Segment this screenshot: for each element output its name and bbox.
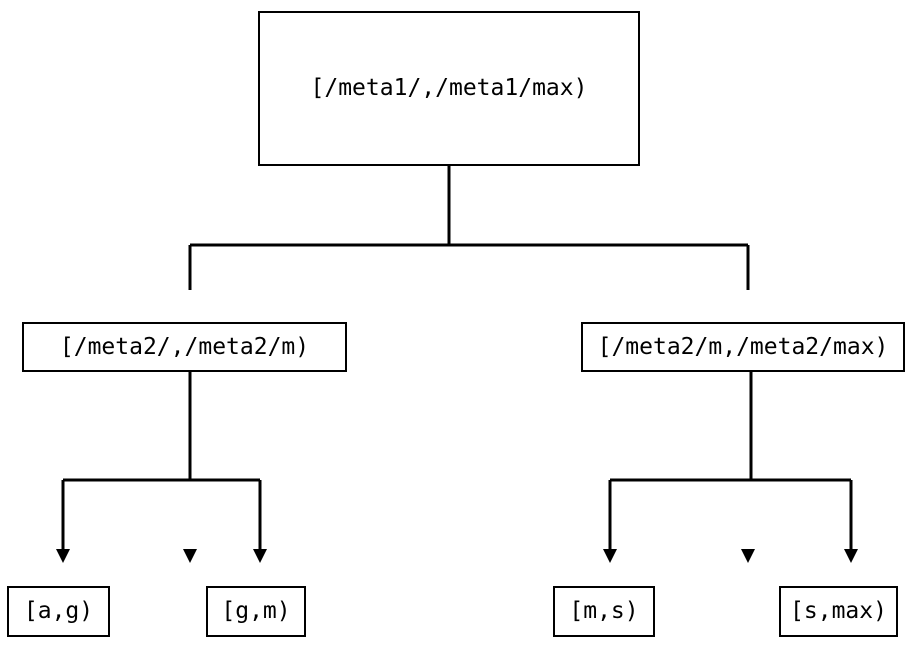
- arrowhead-icon-mid-left: [183, 549, 197, 563]
- arrowhead-icon-leaf-4: [844, 549, 858, 563]
- node-leaf-2[interactable]: [g,m): [206, 586, 306, 637]
- node-root-label: [/meta1/,/meta1/max): [310, 75, 588, 101]
- arrowhead-icon-mid-right: [741, 549, 755, 563]
- node-leaf-3[interactable]: [m,s): [553, 586, 655, 637]
- node-leaf-1-label: [a,g): [23, 598, 94, 624]
- node-leaf-4-label: [s,max): [790, 598, 887, 624]
- node-leaf-4[interactable]: [s,max): [779, 586, 898, 637]
- node-mid-left[interactable]: [/meta2/,/meta2/m): [22, 322, 347, 372]
- node-mid-left-label: [/meta2/,/meta2/m): [59, 333, 310, 360]
- node-root[interactable]: [/meta1/,/meta1/max): [258, 11, 640, 166]
- arrowhead-icon-leaf-2: [253, 549, 267, 563]
- node-mid-right[interactable]: [/meta2/m,/meta2/max): [581, 322, 905, 372]
- node-leaf-3-label: [m,s): [569, 598, 639, 624]
- node-leaf-2-label: [g,m): [221, 598, 291, 624]
- node-leaf-1[interactable]: [a,g): [7, 586, 110, 637]
- arrowhead-icon-leaf-3: [603, 549, 617, 563]
- arrowhead-icon-leaf-1: [56, 549, 70, 563]
- node-mid-right-label: [/meta2/m,/meta2/max): [597, 333, 889, 360]
